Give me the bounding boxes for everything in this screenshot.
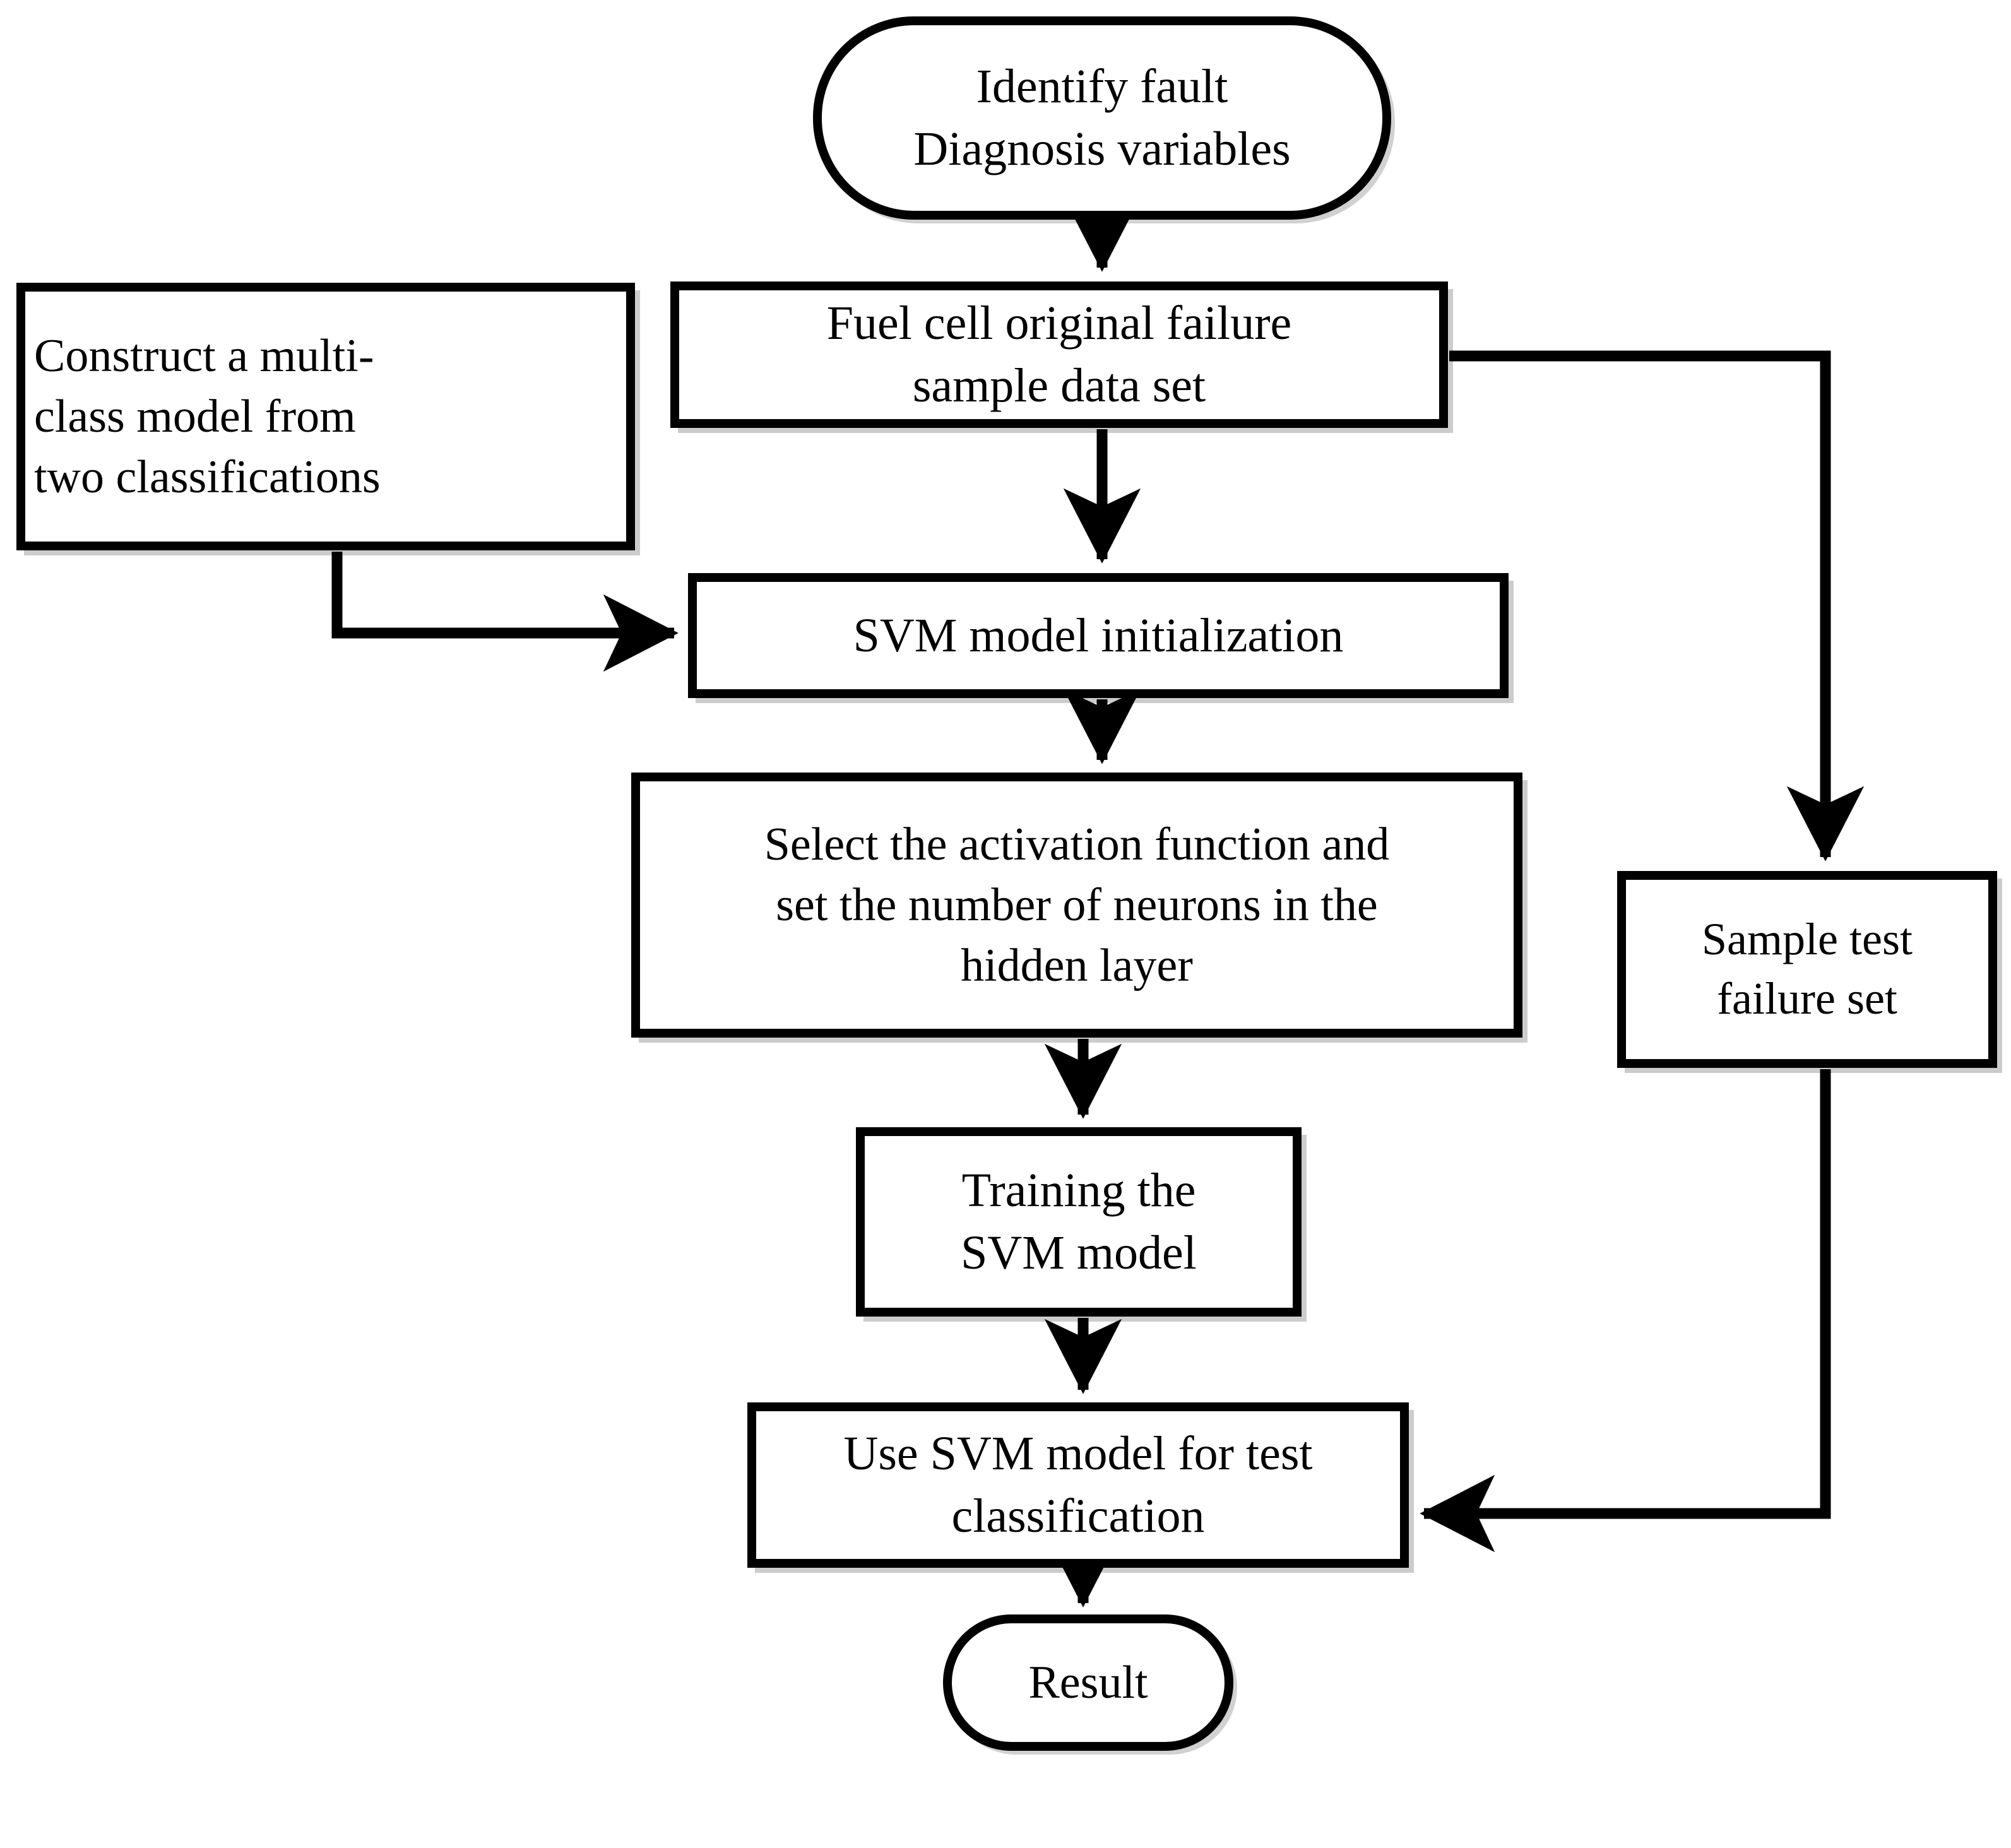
node-label-dataset: Fuel cell original failure sample data s… (826, 297, 1292, 412)
node-label-sample-test: Sample test failure set (1702, 914, 1913, 1024)
node-label-start: Identify fault Diagnosis variables (913, 60, 1291, 175)
node-training-the-svm-model[interactable]: Training the SVM model (856, 1127, 1302, 1317)
node-label-construct: Construct a multi- class model from two … (34, 329, 381, 504)
node-svm-model-initialization[interactable]: SVM model initialization (688, 573, 1509, 698)
node-label-activation: Select the activation function and set t… (764, 818, 1390, 992)
node-select-activation-function[interactable]: Select the activation function and set t… (631, 773, 1522, 1038)
node-label-training: Training the SVM model (961, 1164, 1197, 1279)
node-use-svm-model-for-test-classification[interactable]: Use SVM model for test classification (747, 1402, 1409, 1568)
node-sample-test-failure-set[interactable]: Sample test failure set (1617, 871, 1997, 1068)
node-construct-multiclass-model[interactable]: Construct a multi- class model from two … (16, 283, 635, 550)
node-identify-fault-diagnosis-variables[interactable]: Identify fault Diagnosis variables (813, 16, 1391, 220)
node-result[interactable]: Result (943, 1614, 1233, 1751)
edge-construct-to-svm-init (331, 552, 679, 672)
node-label-svm-init: SVM model initialization (853, 608, 1344, 662)
node-fuel-cell-original-failure-sample-data-set[interactable]: Fuel cell original failure sample data s… (670, 281, 1448, 428)
node-label-use-svm: Use SVM model for test classification (843, 1427, 1313, 1543)
node-label-result: Result (1028, 1656, 1148, 1709)
edge-sample-test-to-use-svm (1420, 1069, 1831, 1553)
